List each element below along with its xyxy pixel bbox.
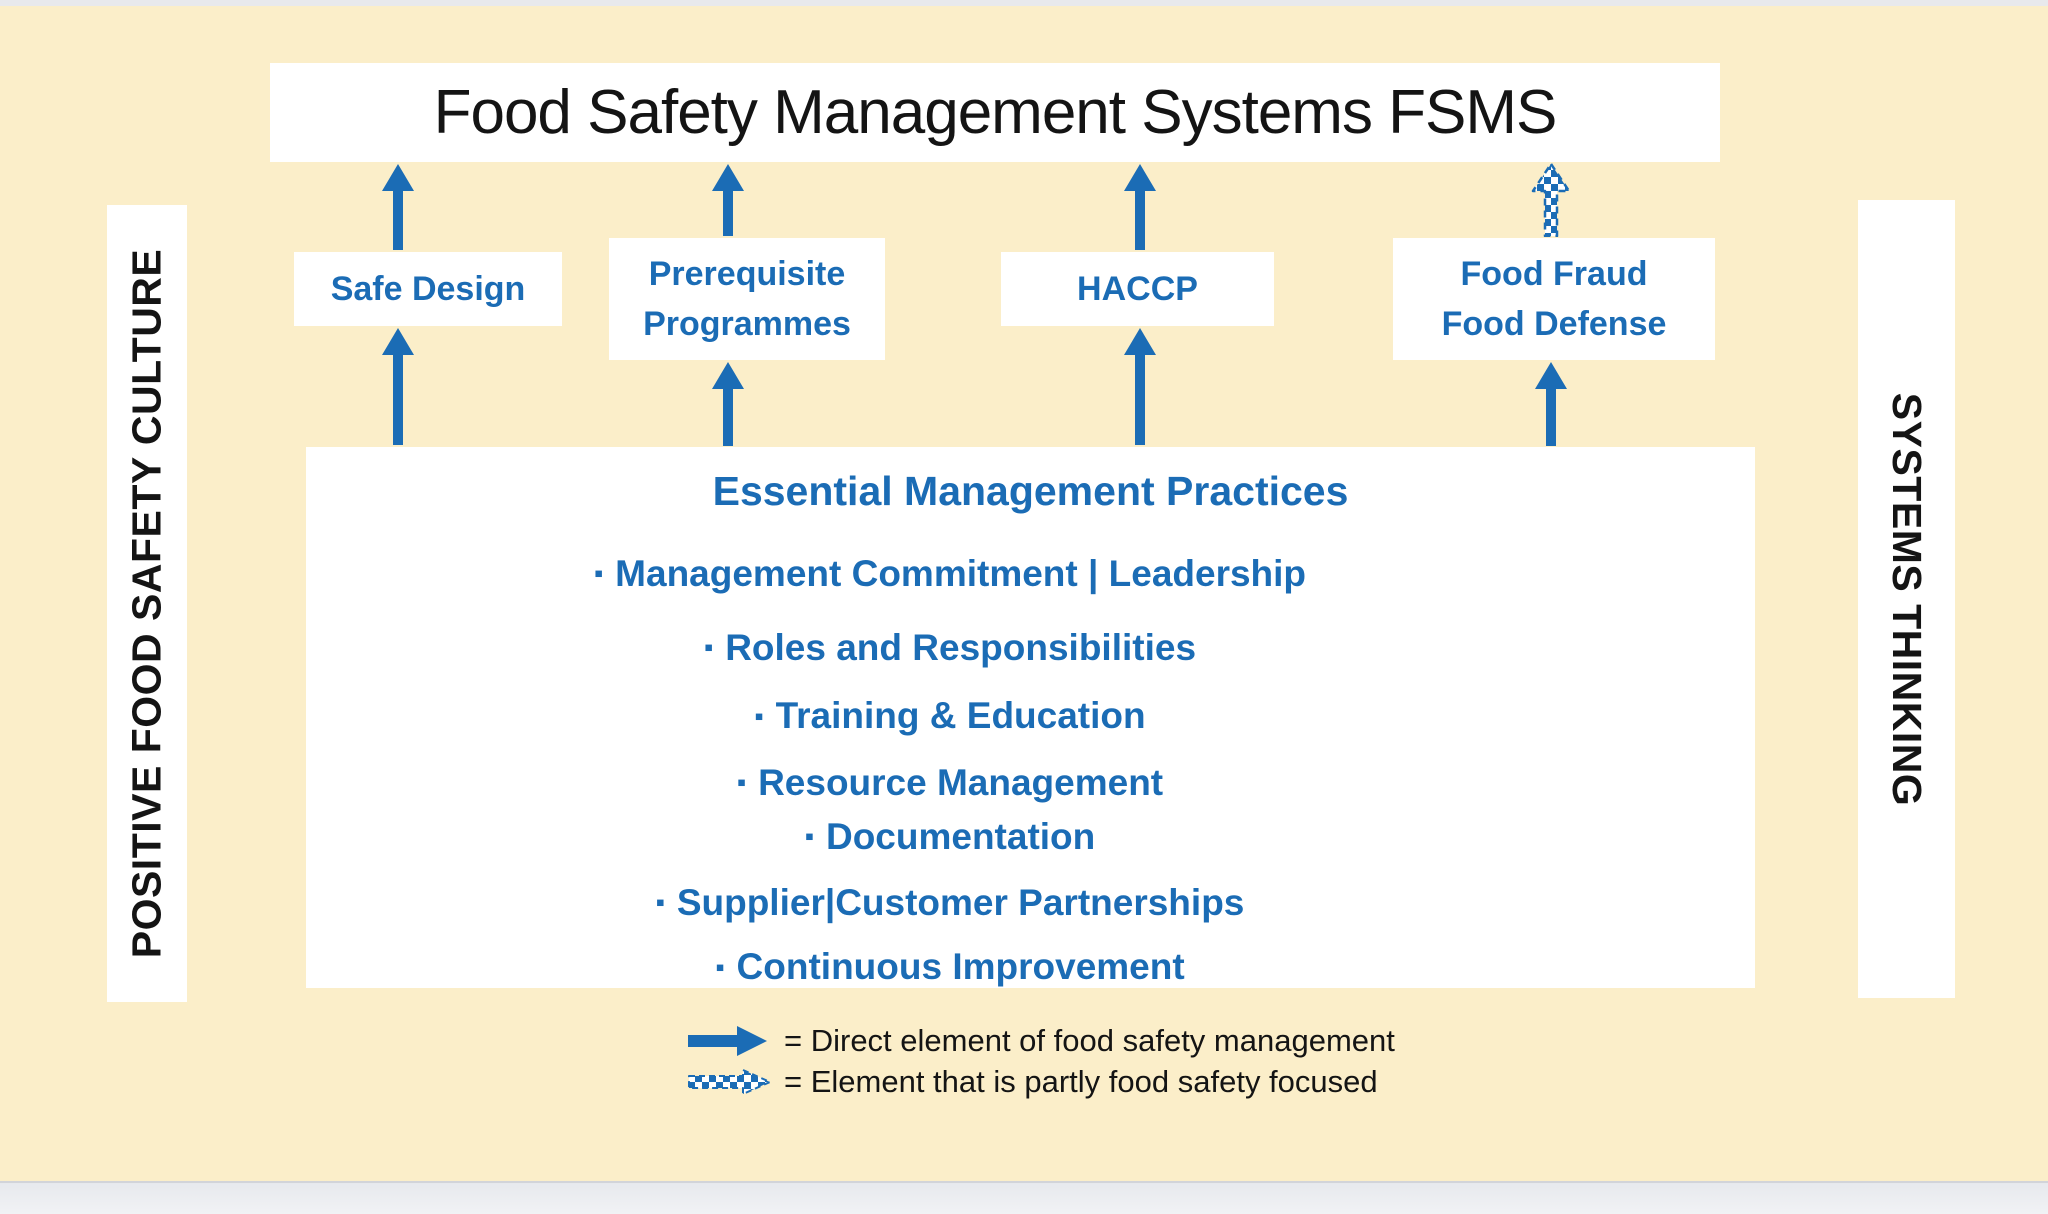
up-arrow-dashed-icon	[1530, 163, 1572, 237]
pillar-label-line1: Prerequisite	[648, 255, 846, 293]
pillar-box-safe-design: Safe Design	[294, 252, 562, 326]
up-arrow-solid-icon	[710, 362, 746, 446]
pillar-box-food-fraud-food-defense: Food Fraud Food Defense	[1393, 238, 1715, 360]
page-title: Food Safety Management Systems FSMS	[433, 78, 1558, 147]
practice-item-label: Continuous Improvement	[736, 946, 1185, 988]
pillar-box-haccp: HACCP	[1001, 252, 1274, 326]
up-arrow-solid-icon	[710, 164, 746, 236]
pillar-box-prerequisite-programmes: Prerequisite Programmes	[609, 238, 885, 360]
legend-label: = Direct element of food safety manageme…	[784, 1023, 1395, 1058]
legend-row-partly-focused: = Element that is partly food safety foc…	[688, 1063, 1378, 1101]
pillar-label-line1: Food Fraud	[1460, 255, 1648, 293]
bullet-icon: ▪	[736, 766, 747, 797]
practice-item: ▪ Resource Management	[306, 761, 1594, 807]
practice-item-label: Management Commitment | Leadership	[615, 553, 1307, 594]
up-arrow-solid-icon	[1122, 164, 1158, 250]
up-arrow-solid-icon	[1122, 328, 1158, 445]
legend-row-direct-element: = Direct element of food safety manageme…	[688, 1022, 1395, 1060]
practice-item-label: Training & Education	[775, 695, 1146, 737]
bullet-icon: ▪	[804, 821, 814, 852]
legend-solid-arrow-icon	[688, 1026, 784, 1056]
right-banner-label: SYSTEMS THINKING	[1884, 392, 1931, 806]
pillar-label: HACCP	[1077, 270, 1198, 308]
window-bottom-edge	[0, 1181, 2048, 1214]
practice-item: ▪ Training & Education	[306, 694, 1594, 740]
up-arrow-solid-icon	[380, 164, 416, 250]
bullet-icon: ▪	[703, 632, 714, 663]
practice-item: ▪ Supplier|Customer Partnerships	[306, 881, 1594, 927]
bullet-icon: ▪	[715, 951, 725, 982]
left-banner-label: POSITIVE FOOD SAFETY CULTURE	[123, 248, 170, 959]
left-vertical-banner: POSITIVE FOOD SAFETY CULTURE	[107, 205, 187, 1002]
practice-item-label: Resource Management	[758, 761, 1164, 803]
practice-item: ▪ Documentation	[306, 815, 1594, 861]
title-banner: Food Safety Management Systems FSMS	[270, 63, 1720, 162]
bullet-icon: ▪	[593, 558, 604, 589]
bullet-icon: ▪	[754, 700, 764, 731]
practice-item: ▪ Continuous Improvement	[306, 945, 1594, 991]
legend-label: = Element that is partly food safety foc…	[784, 1064, 1378, 1099]
practice-item-label: Supplier|Customer Partnerships	[676, 882, 1245, 924]
practices-heading: Essential Management Practices	[712, 468, 1349, 514]
practices-list: ▪ Management Commitment | Leadership ▪ Rol…	[306, 552, 1594, 992]
essential-practices-box: Essential Management Practices ▪ Manageme…	[306, 447, 1755, 988]
practice-item: ▪ Roles and Responsibilities	[306, 626, 1594, 672]
bullet-icon: ▪	[655, 887, 665, 918]
pillar-label-line2: Food Defense	[1441, 305, 1667, 343]
pillar-label: Safe Design	[330, 270, 526, 308]
practice-item: ▪ Management Commitment | Leadership	[306, 552, 1594, 598]
pillar-label-line2: Programmes	[643, 305, 851, 343]
legend-dashed-arrow-icon	[688, 1068, 784, 1096]
right-vertical-banner: SYSTEMS THINKING	[1858, 200, 1955, 998]
practice-item-label: Roles and Responsibilities	[725, 627, 1197, 669]
up-arrow-solid-icon	[1533, 362, 1569, 446]
window-top-edge	[0, 0, 2048, 6]
up-arrow-solid-icon	[380, 328, 416, 445]
practice-item-label: Documentation	[825, 815, 1096, 857]
